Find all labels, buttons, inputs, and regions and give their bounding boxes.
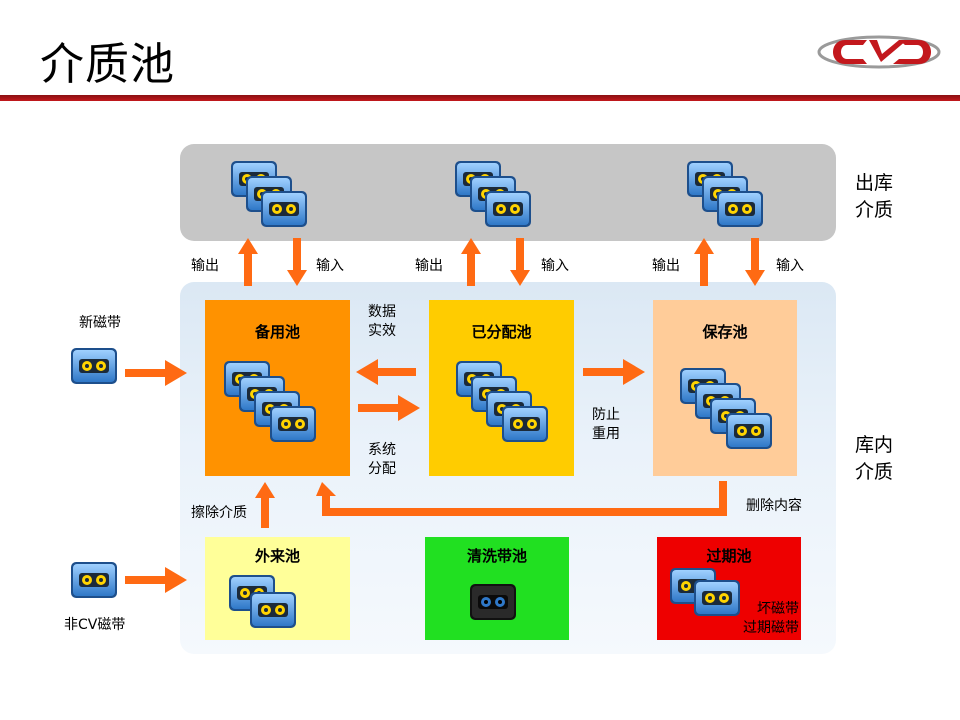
output-label: 输出 [191, 258, 219, 274]
flow-arrows [125, 238, 765, 593]
cleaning-pool-title: 清洗带池 [466, 547, 527, 565]
output-label: 输出 [415, 258, 443, 274]
output-arrow [694, 238, 714, 286]
assigned-pool-title: 已分配池 [471, 323, 532, 341]
tape-cartridge-icon [229, 575, 296, 628]
tape-cartridge-icon [670, 568, 740, 616]
library-media-label: 库内介质 [855, 434, 894, 483]
input-label: 输入 [316, 258, 344, 274]
tape-cartridge-icon [224, 361, 316, 442]
new-tape-label: 新磁带 [79, 315, 121, 331]
data-expired-arrow [356, 359, 416, 385]
tape-cartridge-icon [680, 368, 772, 449]
input-arrow [287, 238, 307, 286]
output-label: 输出 [652, 258, 680, 274]
page-title: 介质池 [40, 39, 175, 90]
tape-cartridge-icon [71, 348, 117, 384]
tape-cartridge-icon [470, 584, 516, 620]
tape-cartridge-icon [231, 161, 307, 227]
data-expired-label: 数据实效 [368, 304, 396, 339]
new-tape-arrow [125, 360, 187, 386]
input-label: 输入 [541, 258, 569, 274]
input-arrow [510, 238, 530, 286]
erase-media-label: 擦除介质 [191, 505, 247, 521]
output-arrow [238, 238, 258, 286]
system-assign-label: 系统分配 [368, 442, 396, 477]
cv-logo [817, 35, 941, 69]
tape-cartridge-icon [455, 161, 531, 227]
retain-pool-title: 保存池 [702, 323, 748, 341]
system-assign-arrow [358, 395, 420, 421]
output-arrow [461, 238, 481, 286]
tape-cartridge-icon [456, 361, 548, 442]
input-arrow [745, 238, 765, 286]
expired-pool-note: 坏磁带过期磁带 [743, 601, 799, 636]
delete-content-arrow [316, 481, 727, 516]
tape-cartridge-icon [71, 562, 117, 598]
expired-pool-title: 过期池 [706, 547, 752, 565]
prevent-reuse-arrow [583, 359, 645, 385]
non-cv-tape-label: 非CV磁带 [64, 617, 126, 633]
backup-pool-title: 备用池 [254, 323, 300, 341]
title-divider [0, 95, 960, 101]
foreign-pool-title: 外来池 [254, 547, 300, 565]
delete-content-label: 删除内容 [746, 498, 802, 514]
input-label: 输入 [776, 258, 804, 274]
prevent-reuse-label: 防止重用 [592, 407, 620, 442]
non-cv-tape-arrow [125, 567, 187, 593]
outbound-media-label: 出库介质 [855, 172, 894, 221]
tape-cartridge-icon [687, 161, 763, 227]
erase-media-arrow [255, 482, 275, 528]
